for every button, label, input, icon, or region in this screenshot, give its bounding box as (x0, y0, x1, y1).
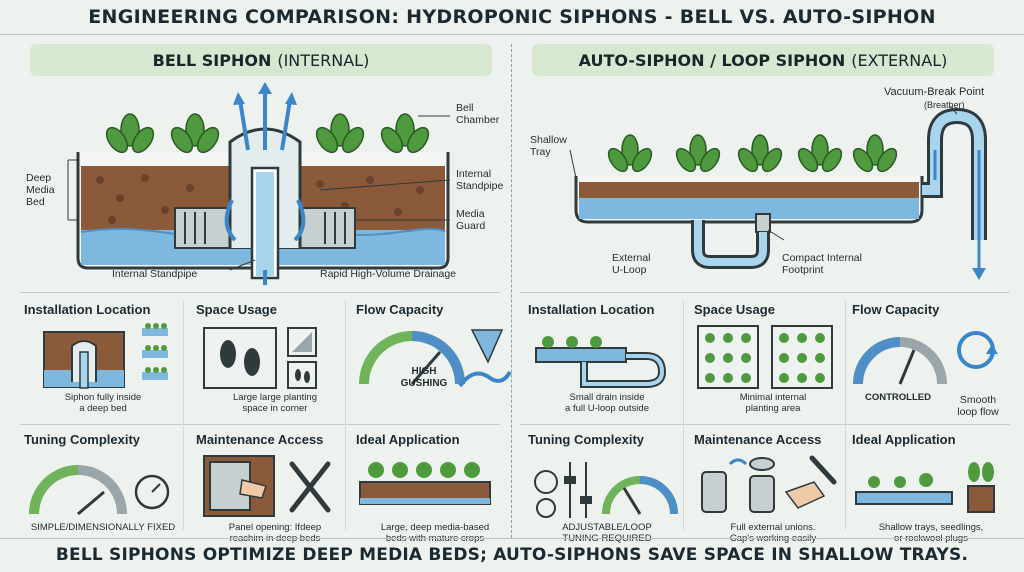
cell-title: Maintenance Access (694, 432, 822, 447)
auto-tuning-cell: Tuning Complexity ADJUSTABLE/LOOPTUNING … (528, 432, 686, 544)
footprint-icon (196, 322, 354, 392)
cell-title: Flow Capacity (356, 302, 444, 317)
auto-maintenance-cell: Maintenance Access Full external unions.… (694, 432, 852, 544)
internal-standpipe-bottom-label: Internal Standpipe (112, 268, 198, 280)
grid-separator (845, 300, 846, 530)
grid-top-rule-left (20, 292, 500, 293)
auto-siphon-illustration (569, 105, 987, 280)
auto-application-cell: Ideal Application Shallow trays, seedlin… (852, 432, 1010, 544)
grid-separator (345, 300, 346, 530)
cell-title: Tuning Complexity (24, 432, 141, 447)
installation-icon (24, 322, 182, 392)
tuning-slider-icon (528, 452, 686, 522)
auto-siphon-header-paren: (EXTERNAL) (851, 50, 948, 70)
grid-mid-rule-right (520, 424, 1010, 425)
bell-installation-cell: Installation Location Siphon fully insid… (24, 302, 182, 414)
application-icon (356, 452, 514, 522)
page-title: ENGINEERING COMPARISON: HYDROPONIC SIPHO… (88, 6, 936, 28)
cell-title: Tuning Complexity (528, 432, 645, 447)
bell-siphon-illustration (67, 82, 451, 285)
gauge-icon (852, 322, 1010, 392)
cell-caption: CONTROLLED (865, 392, 931, 403)
title-divider (0, 34, 1024, 35)
auto-installation-cell: Installation Location Small drain inside… (528, 302, 686, 414)
planting-grid-icon (694, 322, 852, 392)
cell-title: Maintenance Access (196, 432, 324, 447)
grid-separator (683, 300, 684, 530)
union-fittings-icon (694, 452, 852, 522)
application-icon (852, 452, 1010, 522)
installation-icon (528, 322, 686, 392)
auto-siphon-header-main: AUTO-SIPHON / LOOP SIPHON (578, 50, 846, 70)
plant-icons (105, 113, 430, 154)
cell-title: Ideal Application (852, 432, 956, 447)
column-divider (511, 44, 512, 538)
cell-title: Space Usage (196, 302, 277, 317)
bell-siphon-header-paren: (INTERNAL) (277, 50, 370, 70)
bell-siphon-header-main: BELL SIPHON (152, 50, 272, 70)
cell-title: Ideal Application (356, 432, 460, 447)
bell-maintenance-cell: Maintenance Access Panel opening: Ifdeep… (196, 432, 354, 544)
cell-title: Installation Location (24, 302, 151, 317)
cell-title: Flow Capacity (852, 302, 940, 317)
bell-siphon-header: BELL SIPHON (INTERNAL) (30, 44, 492, 76)
tuning-gauge-icon (24, 452, 182, 522)
auto-siphon-header: AUTO-SIPHON / LOOP SIPHON (EXTERNAL) (532, 44, 994, 76)
bell-application-cell: Ideal Application Large, deep media-base… (356, 432, 514, 544)
maintenance-icon (196, 452, 354, 522)
rapid-drainage-label: Rapid High-Volume Drainage (320, 268, 456, 280)
cell-title: Space Usage (694, 302, 775, 317)
vacuum-break-label: Vacuum-Break Point (884, 86, 985, 98)
footer-summary: BELL SIPHONS OPTIMIZE DEEP MEDIA BEDS; A… (55, 545, 969, 565)
grid-separator (183, 300, 184, 530)
gauge-icon (356, 322, 514, 392)
breather-label: (Breather) (924, 100, 965, 110)
cell-caption: SIMPLE/DIMENSIONALLY FIXED (30, 522, 176, 533)
footer-divider (0, 538, 1024, 539)
cell-title: Installation Location (528, 302, 655, 317)
bell-tuning-cell: Tuning Complexity SIMPLE/DIMENSIONALLY F… (24, 432, 182, 544)
grid-mid-rule-left (20, 424, 500, 425)
grid-top-rule-right (520, 292, 1010, 293)
